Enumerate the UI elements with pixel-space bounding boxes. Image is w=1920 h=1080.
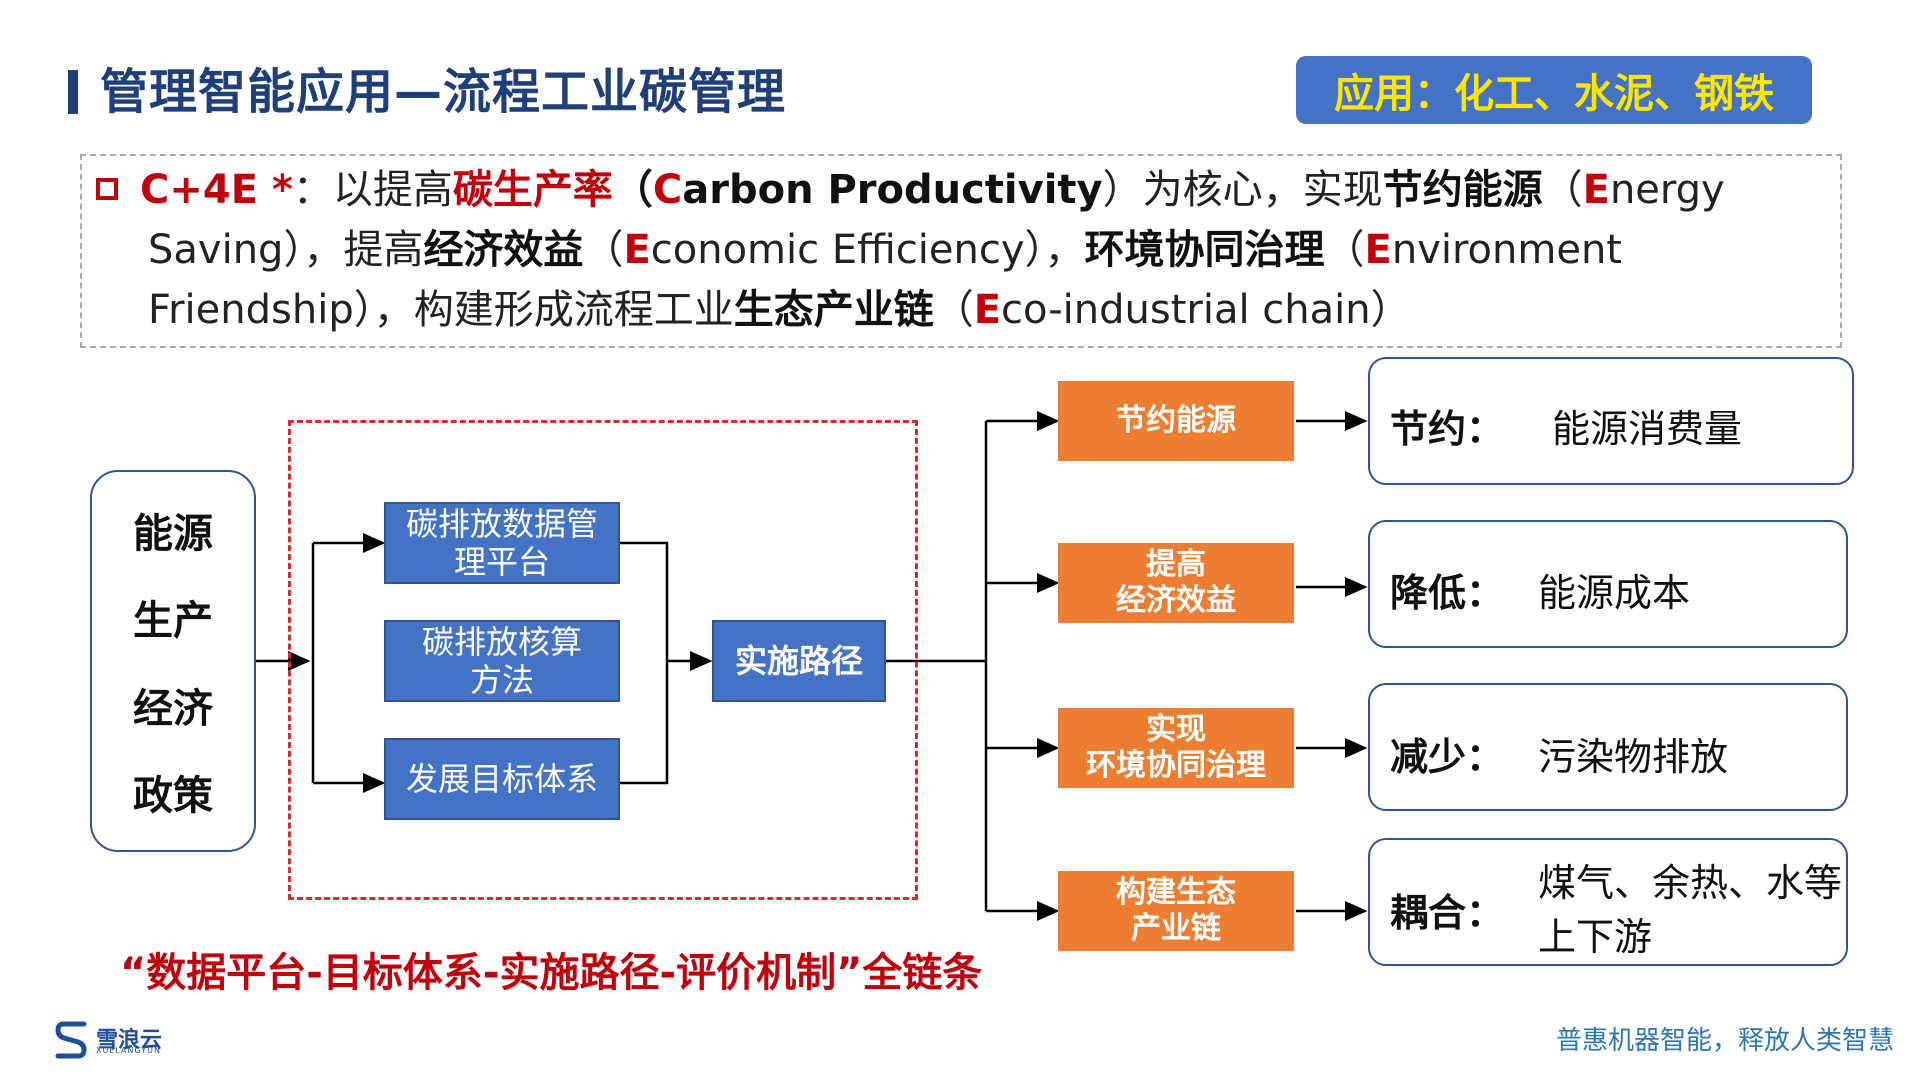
def-text: ），提高 [283,227,424,273]
def-text: （ [583,227,624,273]
def-english: arbon Productivity [682,167,1103,213]
result-box-coupling [1368,838,1848,966]
goal-line: 环境协同治理 [1086,748,1266,783]
def-english: conomic Efficiency [650,227,1025,273]
def-english: nergy [1609,167,1725,213]
result-key: 耦合： [1390,891,1505,935]
def-text: ） [1370,287,1411,333]
goal-line: 提高 [1146,547,1206,582]
goal-line: 经济效益 [1116,583,1236,618]
result-box-cost [1368,520,1848,648]
goal-box-environment: 实现环境协同治理 [1058,708,1294,788]
goal-box-eco-chain: 构建生态产业链 [1058,871,1294,951]
goal-line: 实现 [1146,712,1206,747]
result-value-line2: 上下游 [1538,915,1653,959]
result-key: 节约： [1390,407,1505,451]
def-text: ：以提高 [292,167,453,213]
input-factors-box: 能源 生产 经济 政策 [90,470,256,852]
result-value: 污染物排放 [1538,735,1729,779]
def-keyword-energy-saving: 节约能源 [1382,167,1543,213]
result-value: 能源消费量 [1552,407,1743,451]
goal-line: 产业链 [1131,911,1221,946]
def-text: ）为核心，实现 [1102,167,1383,213]
page-title: 管理智能应用—流程工业碳管理 [100,64,787,120]
footer-slogan: 普惠机器智能，释放人类智慧 [1556,1026,1895,1056]
def-keyword-carbon-productivity: 碳生产率 [452,167,613,213]
components-dashed-group [288,420,918,900]
result-key: 降低： [1390,571,1505,615]
def-english: nvironment [1391,227,1622,273]
application-badge: 应用：化工、水泥、钢铁 [1296,56,1812,124]
def-initial: E [623,227,651,273]
def-text: ）， [1024,227,1085,273]
carbon-data-platform-box: 碳排放数据管理平台 [384,502,620,584]
goal-box-economic: 提高经济效益 [1058,543,1294,623]
def-initial: E [973,287,1002,333]
result-box-consumption [1368,357,1854,485]
c4e-term: C+4E * [140,167,293,213]
logo-subtext: XUELANGYUN [96,1046,162,1055]
goal-line: 构建生态 [1116,875,1236,910]
def-initial: E [1582,167,1610,213]
checkbox-square-icon [96,178,118,200]
full-chain-caption: “数据平台-目标体系-实施路径-评价机制”全链条 [120,950,983,996]
result-box-pollution [1368,683,1848,811]
result-key: 减少： [1390,735,1505,779]
def-english: co-industrial chain [1001,287,1371,333]
def-initial: E [1364,227,1392,273]
definition-line-3: Friendship），构建形成流程工业生态产业链（Eco-industrial… [148,280,1411,340]
def-keyword-economic-benefit: 经济效益 [423,227,584,273]
goal-box-energy-saving: 节约能源 [1058,381,1294,461]
xuelangyun-logo-icon [55,1021,87,1059]
input-factor: 能源 [133,510,213,557]
title-accent-bar [68,70,78,114]
def-text: （ [612,167,653,213]
def-text: ），构建形成流程工业 [353,287,734,333]
implementation-path-box: 实施路径 [712,620,886,702]
logo-name: 雪浪云 [96,1028,163,1053]
result-value: 能源成本 [1538,571,1691,615]
development-target-box: 发展目标体系 [384,738,620,820]
input-factor: 生产 [133,598,213,645]
definition-line-2: Saving），提高经济效益（Economic Efficiency），环境协同… [148,220,1622,280]
def-initial: C [652,167,683,213]
def-text: （ [1542,167,1583,213]
input-factor: 政策 [133,773,213,820]
input-factor: 经济 [133,685,213,732]
def-text: （ [933,287,974,333]
goal-line: 节约能源 [1116,403,1236,438]
def-text: （ [1324,227,1365,273]
result-value: 煤气、余热、水等 [1538,861,1843,905]
def-keyword-environment: 环境协同治理 [1084,227,1325,273]
carbon-accounting-method-box: 碳排放核算方法 [384,620,620,702]
definition-box [80,154,1842,348]
def-english: Friendship [148,287,354,333]
def-keyword-eco-chain: 生态产业链 [733,287,934,333]
def-english: Saving [148,227,284,273]
definition-line-1: C+4E *：以提高碳生产率（Carbon Productivity）为核心，实… [96,160,1725,220]
